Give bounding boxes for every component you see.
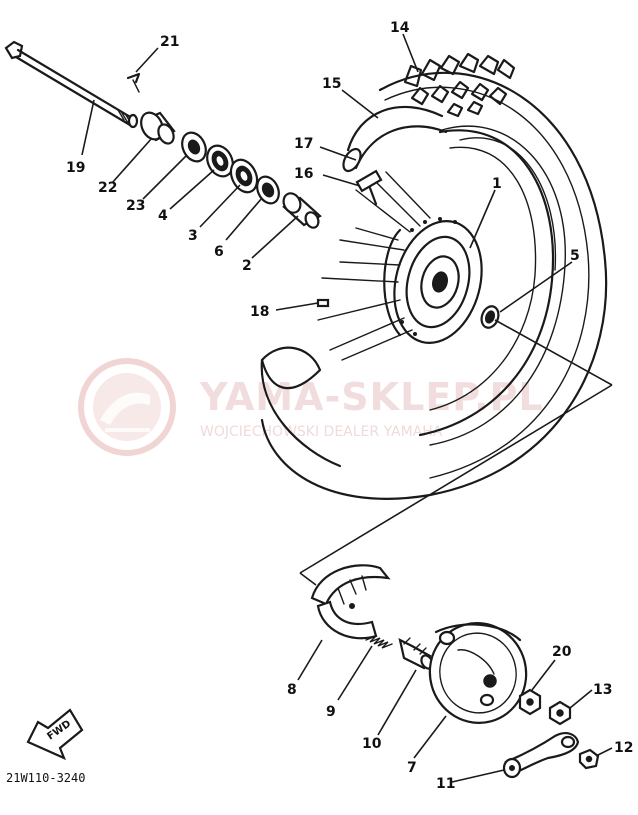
hub-spoke-holes: [400, 217, 457, 336]
callout-10: 10: [362, 736, 382, 752]
callout-13: 13: [593, 682, 612, 698]
bearing-left: [206, 144, 234, 178]
callout-18: 18: [250, 304, 269, 320]
exploded-view-guides: [299, 319, 613, 586]
watermark: YAMA-SKLEP.PL WOJCIECHOWSKI DEALER YAMAH…: [78, 358, 544, 456]
brake-spring: [365, 635, 393, 649]
collar: [140, 111, 176, 145]
brake-cam-lever: [502, 732, 580, 779]
watermark-subtitle: WOJCIECHOWSKI DEALER YAMAHA: [200, 424, 443, 440]
tire: [260, 52, 608, 500]
callout-6: 6: [214, 244, 224, 260]
callout-3: 3: [188, 228, 198, 244]
tube: [260, 105, 448, 468]
spoke-nipple: [316, 298, 330, 308]
callout-21: 21: [160, 34, 179, 50]
tread-knobs: [403, 52, 516, 118]
rim: [418, 129, 555, 437]
spokes: [317, 171, 431, 361]
oil-seal: [181, 131, 207, 163]
nut: [518, 688, 542, 716]
callout-1: 1: [492, 176, 502, 192]
callout-11: 11: [436, 776, 455, 792]
callout-17: 17: [294, 136, 313, 152]
oil-seal-right: [256, 175, 280, 205]
bearing-right: [229, 158, 259, 194]
callout-23: 23: [126, 198, 145, 214]
callout-22: 22: [98, 180, 117, 196]
callout-16: 16: [294, 166, 313, 182]
brake-shoes: [310, 564, 391, 640]
brake-shoe-plate: [428, 622, 528, 724]
callout-7: 7: [407, 760, 417, 776]
callout-12: 12: [614, 740, 633, 756]
spacer: [282, 192, 322, 229]
diagram-code: 21W110-3240: [6, 771, 85, 785]
callout-labels: 1 2 3 4 5 6 7 8 9 10 11 12 13 14 15 16 1…: [66, 20, 633, 792]
watermark-title: YAMA-SKLEP.PL: [199, 375, 544, 419]
cotter-pin: [126, 72, 141, 93]
callout-5: 5: [570, 248, 580, 264]
tube-valve: [355, 169, 383, 206]
callout-8: 8: [287, 682, 297, 698]
callout-9: 9: [326, 704, 336, 720]
callout-20: 20: [552, 644, 572, 660]
callout-15: 15: [322, 76, 341, 92]
axle: [4, 40, 139, 129]
fwd-arrow-icon: FWD: [26, 708, 84, 761]
callout-4: 4: [158, 208, 168, 224]
leader-lines: [81, 33, 613, 783]
callout-2: 2: [242, 258, 252, 274]
hub: [383, 217, 483, 344]
washer-bolt: [548, 700, 572, 726]
callout-14: 14: [390, 20, 410, 36]
bolt: [578, 748, 600, 770]
hub-seal: [480, 305, 500, 329]
callout-19: 19: [66, 160, 85, 176]
watermark-logo: [78, 358, 176, 456]
